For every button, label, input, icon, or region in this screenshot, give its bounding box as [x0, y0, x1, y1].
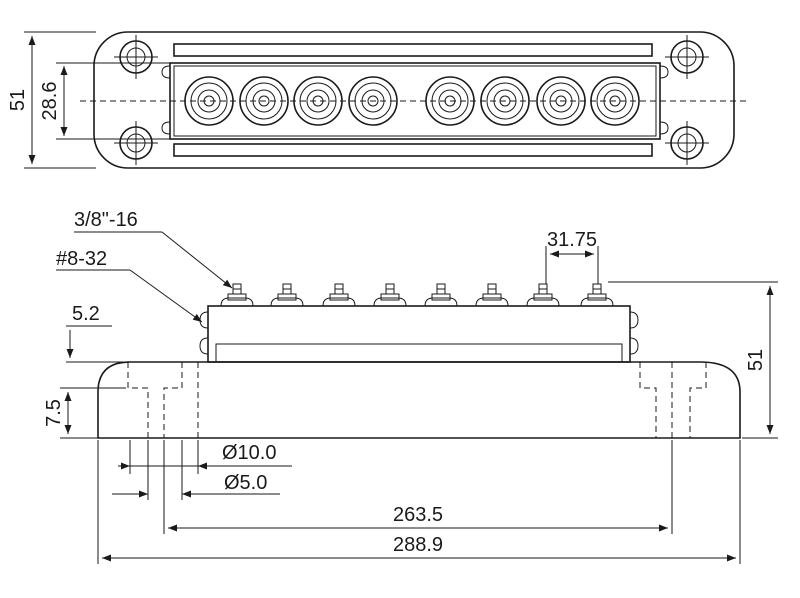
stud-side [270, 283, 304, 307]
top-stud-row [184, 76, 640, 126]
stud-side [526, 283, 560, 307]
mounting-hole [114, 121, 158, 165]
side-base [97, 361, 741, 439]
stud-side [322, 283, 356, 307]
dim-stud-pitch-label: 31.75 [547, 229, 597, 251]
stud-side [580, 283, 614, 307]
stud-top [293, 76, 343, 126]
dim-top-inner-height: 28.6 [39, 62, 172, 140]
dim-hole-outer: Ø10.0 [118, 442, 292, 470]
stud-side [220, 283, 254, 307]
dim-hole-inner-label: Ø5.0 [224, 472, 267, 494]
stud-top [536, 76, 586, 126]
dim-top-height: 51 [7, 31, 96, 169]
side-extension-lines [97, 440, 741, 564]
mounting-hole [665, 121, 709, 165]
stud-side [424, 283, 458, 307]
dim-side-height-label: 51 [745, 349, 767, 371]
dim-base-height-label: 7.5 [43, 399, 65, 427]
top-lower-rail [173, 143, 653, 157]
side-terminal-body [207, 305, 631, 363]
thread-small-label: #8-32 [56, 248, 107, 270]
side-hidden-holes [127, 362, 707, 438]
dim-overall-length-label: 288.9 [393, 534, 443, 556]
leader-thread-small: #8-32 [56, 248, 203, 323]
dim-hole-spacing: 263.5 [168, 504, 668, 532]
stud-top [184, 76, 234, 126]
dim-base-height: 7.5 [43, 387, 126, 439]
mounting-hole [665, 35, 709, 79]
dim-stud-pitch: 31.75 [545, 229, 599, 284]
stud-top [348, 76, 398, 126]
top-upper-rail [173, 43, 653, 57]
dim-overall-length: 288.9 [102, 534, 736, 562]
dim-hole-spacing-label: 263.5 [393, 504, 443, 526]
dim-hole-inner: Ø5.0 [112, 472, 280, 498]
dim-base-step-label: 5.2 [72, 303, 100, 325]
dim-top-height-label: 51 [7, 89, 29, 111]
stud-top [425, 76, 475, 126]
stud-top [480, 76, 530, 126]
side-view: 3/8"-16 #8-32 5.2 7.5 31.75 [43, 209, 778, 564]
dim-hole-outer-label: Ø10.0 [222, 442, 276, 464]
mounting-hole [114, 35, 158, 79]
stud-top [239, 76, 289, 126]
dim-top-inner-height-label: 28.6 [39, 82, 61, 121]
thread-large-label: 3/8"-16 [74, 209, 138, 231]
leader-thread-large: 3/8"-16 [74, 209, 233, 289]
side-end-tabs [199, 311, 639, 355]
stud-top [590, 76, 640, 126]
top-view: 51 28.6 [7, 31, 750, 169]
stud-side [373, 283, 407, 307]
side-terminal-slot [215, 343, 623, 363]
top-mounting-holes [114, 35, 709, 165]
top-end-tabs [161, 65, 669, 135]
dim-base-step: 5.2 [66, 303, 130, 363]
stud-side [475, 283, 509, 307]
dim-side-height: 51 [608, 281, 778, 439]
top-base-plate [93, 31, 735, 169]
side-stud-row [220, 283, 614, 307]
